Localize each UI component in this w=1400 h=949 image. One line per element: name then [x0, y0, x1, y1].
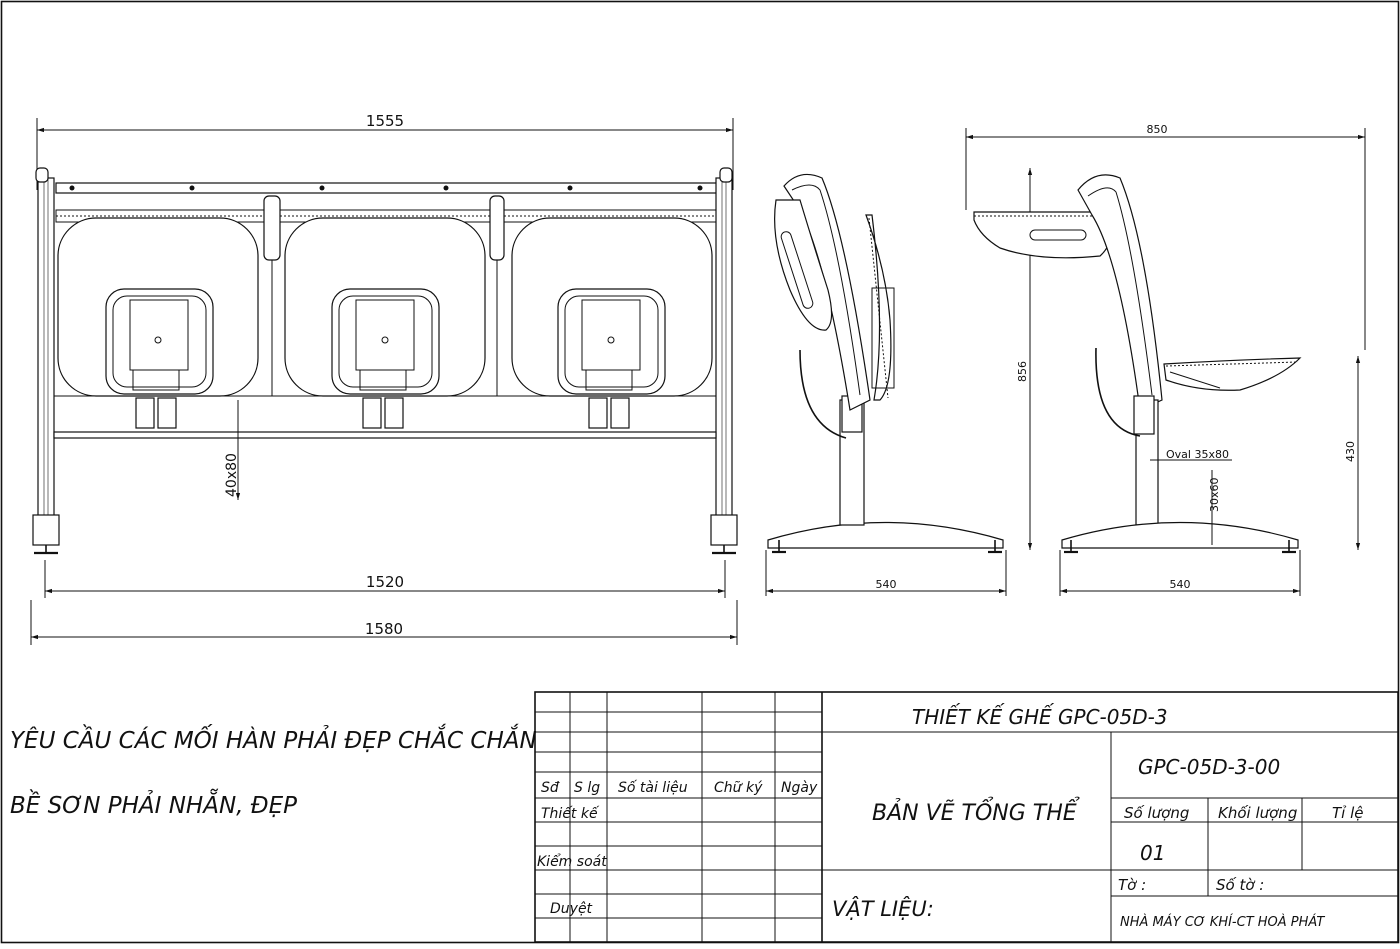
- note-line-1: YÊU CẦU CÁC MỐI HÀN PHẢI ĐẸP CHẮC CHẮN: [10, 723, 537, 754]
- header-so-tai-lieu: Số tài liệu: [618, 779, 688, 796]
- seat-1: [57, 217, 259, 429]
- seat-3: [511, 217, 713, 429]
- left-foot-block: [32, 514, 60, 546]
- dim-430: 430: [1344, 441, 1357, 462]
- drawing-title: THIẾT KẾ GHẾ GPC-05D-3: [912, 704, 1168, 729]
- value-so-luong: 01: [1140, 841, 1165, 865]
- header-slg: S lg: [574, 780, 600, 796]
- label-khoi-luong: Khối lượng: [1218, 804, 1297, 822]
- beam-bolts: [69, 185, 703, 191]
- row-kiem-soat: Kiểm soát: [537, 853, 607, 870]
- dim-1580: 1580: [365, 620, 403, 638]
- dim-1555: 1555: [366, 112, 404, 130]
- open-tablet: [973, 211, 1112, 259]
- note-line-2: BỀ SƠN PHẢI NHẴN, ĐẸP: [10, 788, 297, 819]
- header-ngay: Ngày: [781, 780, 818, 796]
- top-beam: [55, 182, 729, 194]
- right-leg: [715, 177, 733, 519]
- header-sd: Sđ: [541, 780, 560, 796]
- left-leg: [37, 177, 55, 519]
- row-duyet: Duyệt: [550, 901, 593, 917]
- header-chu-ky: Chữ ký: [714, 780, 763, 796]
- dim-1520: 1520: [366, 573, 404, 591]
- front-view: 1555: [30, 112, 738, 645]
- title-block: Sđ S lg Số tài liệu Chữ ký Ngày Thiết kế…: [534, 691, 1399, 943]
- lower-beam: [53, 431, 717, 439]
- right-foot-block: [710, 514, 738, 546]
- drawing-code: GPC-05D-3-00: [1138, 755, 1280, 779]
- side-view-folded: 540: [765, 173, 1007, 596]
- dim-open-540: 540: [1170, 578, 1191, 591]
- folded-base: [767, 521, 1004, 549]
- label-tube-30x60: 30x60: [1208, 477, 1221, 512]
- side-view-open: 850 856 430 Oval 35x80 30x60: [965, 123, 1366, 596]
- label-vat-lieu: VẬT LIỆU:: [832, 896, 934, 921]
- separator-1: [263, 195, 281, 261]
- folded-seat: [865, 214, 892, 401]
- dim-folded-540: 540: [876, 578, 897, 591]
- factory-name: NHÀ MÁY CƠ KHÍ-CT HOÀ PHÁT: [1120, 914, 1325, 930]
- label-oval: Oval 35x80: [1166, 448, 1229, 461]
- seat-2: [284, 217, 486, 429]
- label-so-to: Số tờ :: [1216, 876, 1264, 894]
- open-base: [1061, 521, 1299, 549]
- label-to: Tờ :: [1118, 876, 1146, 894]
- open-seat: [1163, 357, 1302, 391]
- drawing-name: BẢN VẼ TỔNG THỂ: [872, 797, 1080, 826]
- dim-40x80: 40x80: [224, 453, 240, 497]
- label-so-luong: Số lượng: [1124, 804, 1189, 822]
- row-thiet-ke: Thiết kế: [541, 805, 600, 822]
- dim-856: 856: [1016, 361, 1029, 382]
- separator-2: [489, 195, 505, 261]
- open-backrest: [1077, 174, 1163, 411]
- notes: YÊU CẦU CÁC MỐI HÀN PHẢI ĐẸP CHẮC CHẮN B…: [10, 723, 537, 819]
- label-ti-le: Tỉ lệ: [1332, 804, 1364, 822]
- dim-850: 850: [1147, 123, 1168, 136]
